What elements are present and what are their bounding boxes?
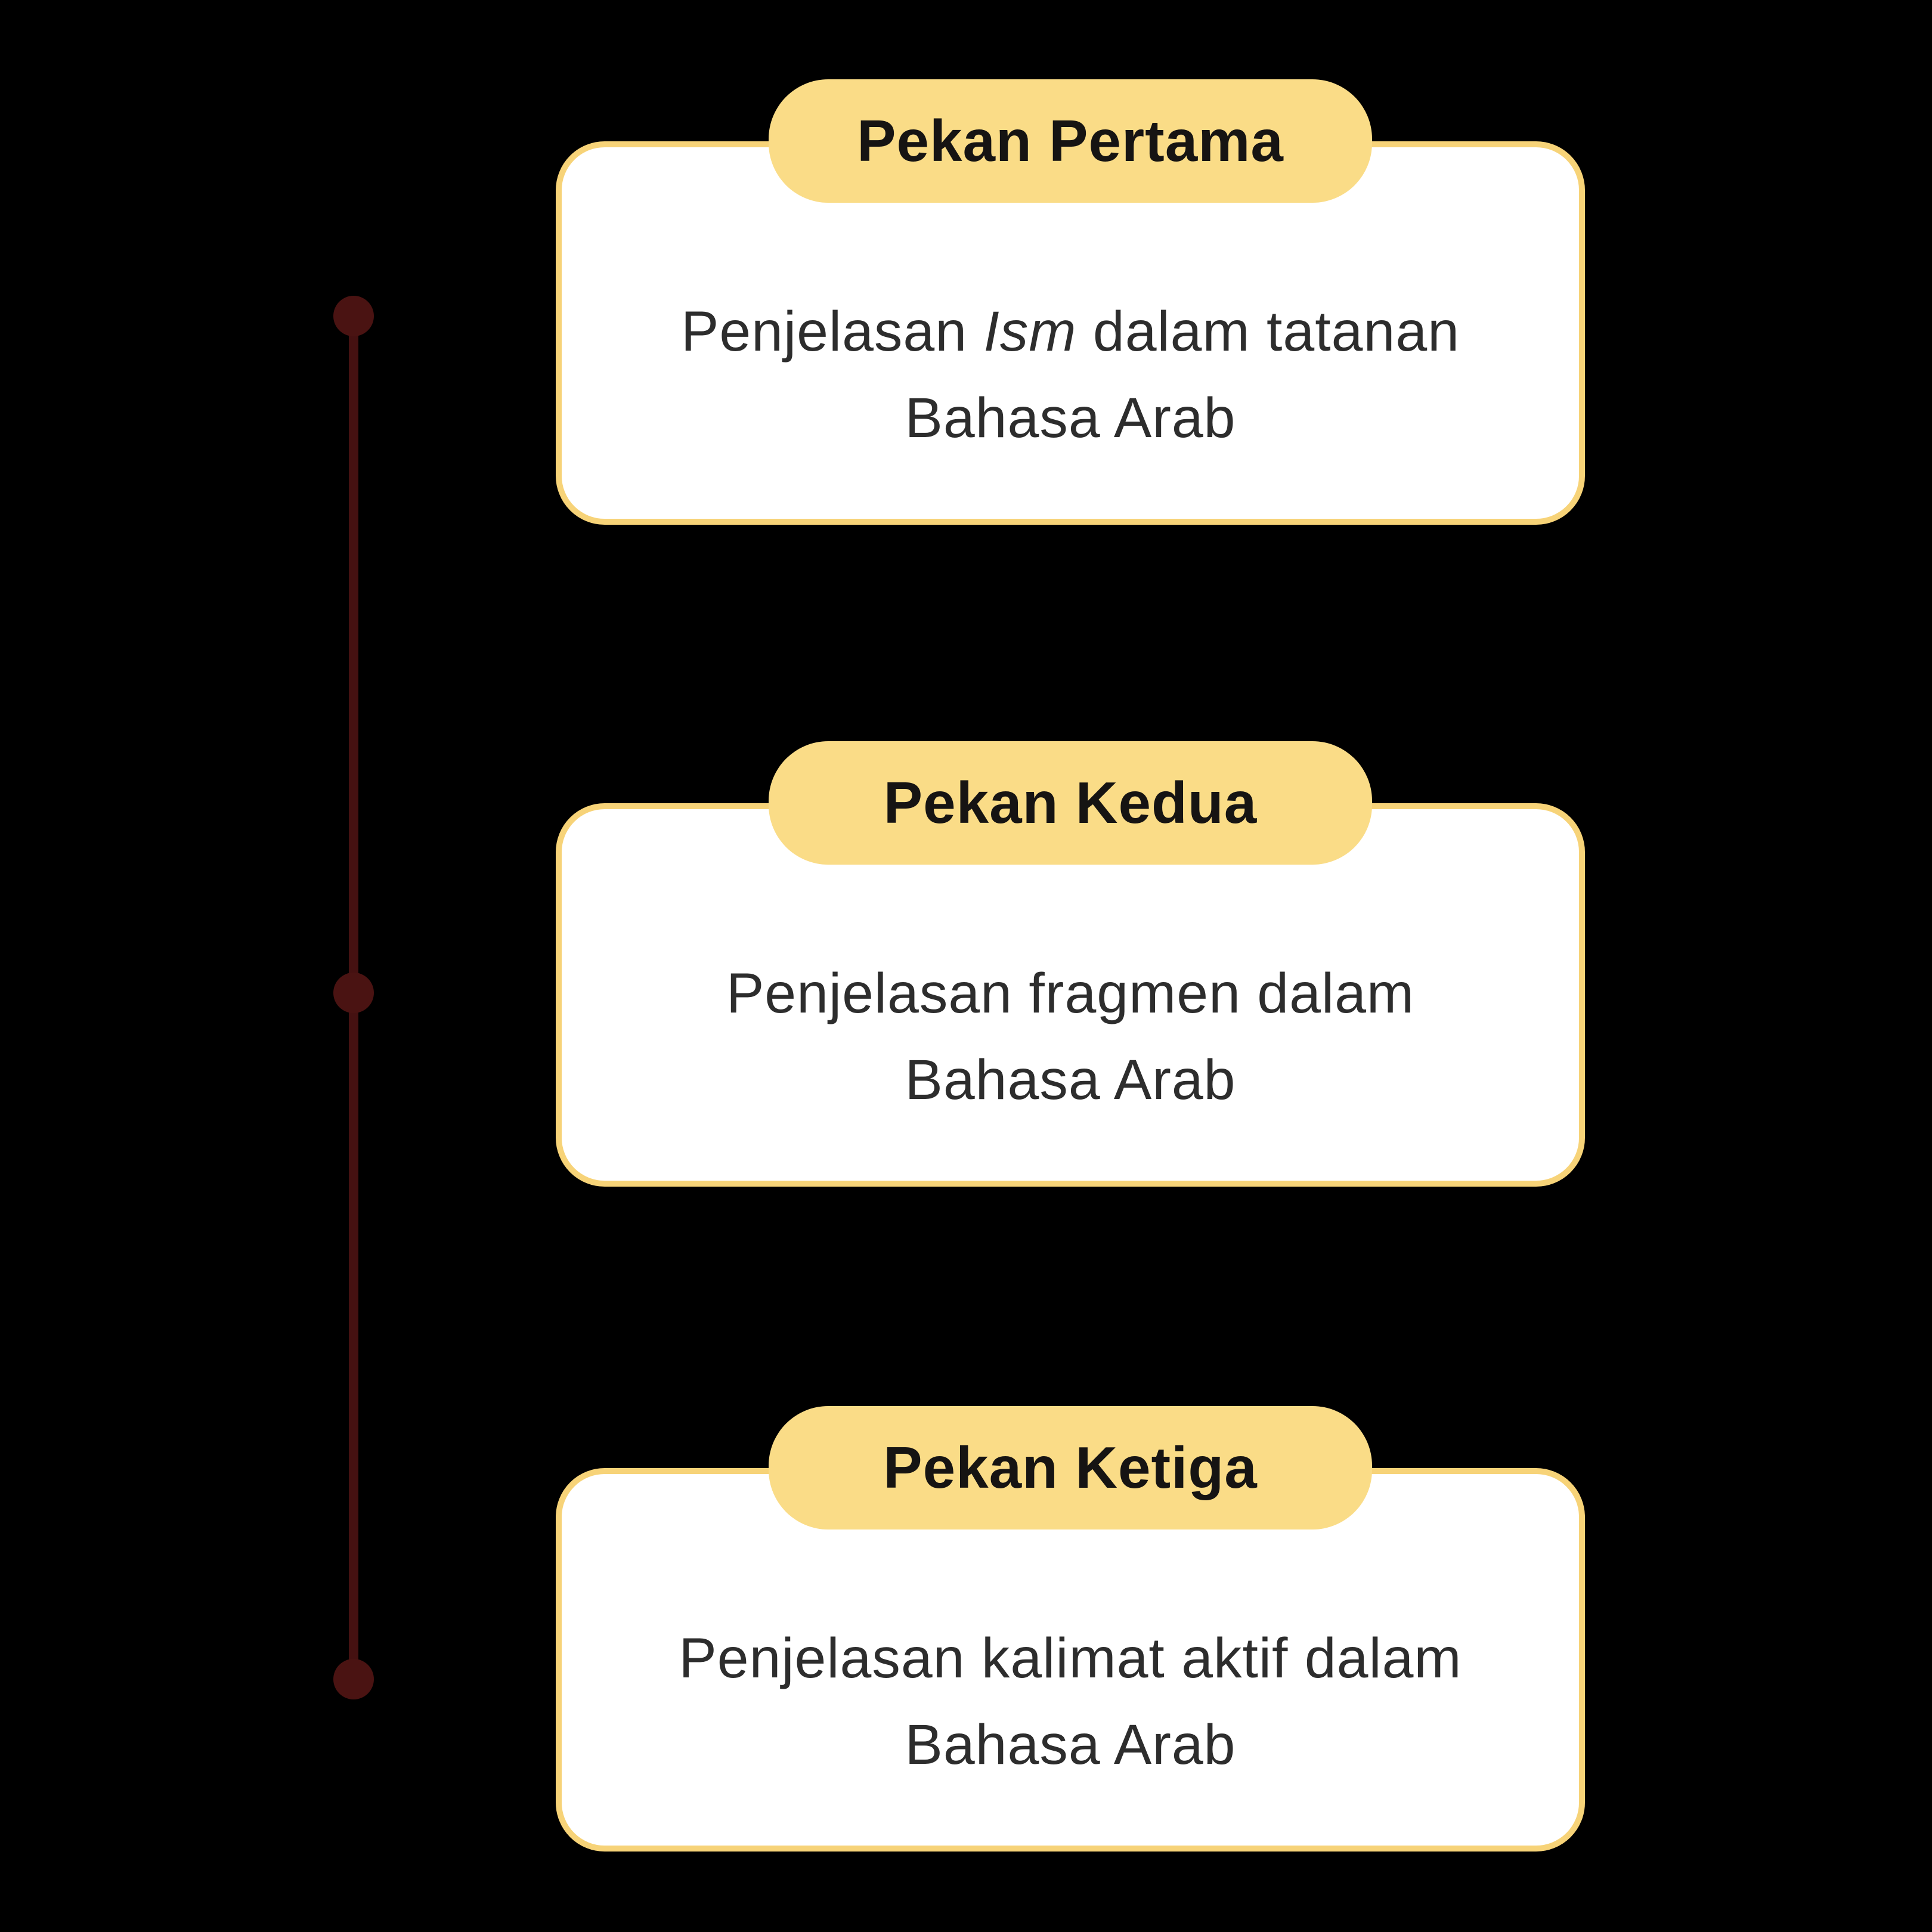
body-text-segment: Penjelasan fragmen dalam <box>726 961 1415 1025</box>
card-header-pill: Pekan Pertama <box>769 79 1372 203</box>
card-body-line1: Penjelasan fragmen dalam <box>726 950 1414 1037</box>
body-text-segment: Penjelasan kalimat aktif dalam <box>679 1626 1462 1690</box>
card-header-label: Pekan Kedua <box>883 770 1258 835</box>
card-body-line2: Bahasa Arab <box>905 1713 1236 1776</box>
card-pekan-pertama: Pekan Pertama Penjelasan Ism dalam tatan… <box>556 79 1585 525</box>
card-body: Penjelasan kalimat aktif dalam Bahasa Ar… <box>562 1474 1579 1846</box>
card-pekan-ketiga: Pekan Ketiga Penjelasan kalimat aktif da… <box>556 1406 1585 1852</box>
card-pekan-kedua: Pekan Kedua Penjelasan fragmen dalam Bah… <box>556 741 1585 1187</box>
card-body-line2: Bahasa Arab <box>905 1048 1236 1111</box>
body-text-segment: dalam tatanan <box>1076 299 1460 363</box>
body-text-segment: Penjelasan <box>680 299 984 363</box>
body-text-italic: Ism <box>983 299 1077 363</box>
card-header-label: Pekan Pertama <box>857 108 1284 174</box>
card-body-line1: Penjelasan kalimat aktif dalam <box>679 1615 1462 1702</box>
card-body: Penjelasan Ism dalam tatanan Bahasa Arab <box>562 147 1579 519</box>
card-header-label: Pekan Ketiga <box>883 1435 1258 1500</box>
card-body-line2: Bahasa Arab <box>905 386 1236 450</box>
card-header-pill: Pekan Kedua <box>769 741 1372 865</box>
card-body-line1: Penjelasan Ism dalam tatanan <box>681 289 1460 375</box>
timeline-dot-2 <box>333 973 374 1013</box>
timeline-dot-3 <box>333 1659 374 1699</box>
timeline-dot-1 <box>333 296 374 336</box>
card-body: Penjelasan fragmen dalam Bahasa Arab <box>562 809 1579 1181</box>
card-header-pill: Pekan Ketiga <box>769 1406 1372 1530</box>
